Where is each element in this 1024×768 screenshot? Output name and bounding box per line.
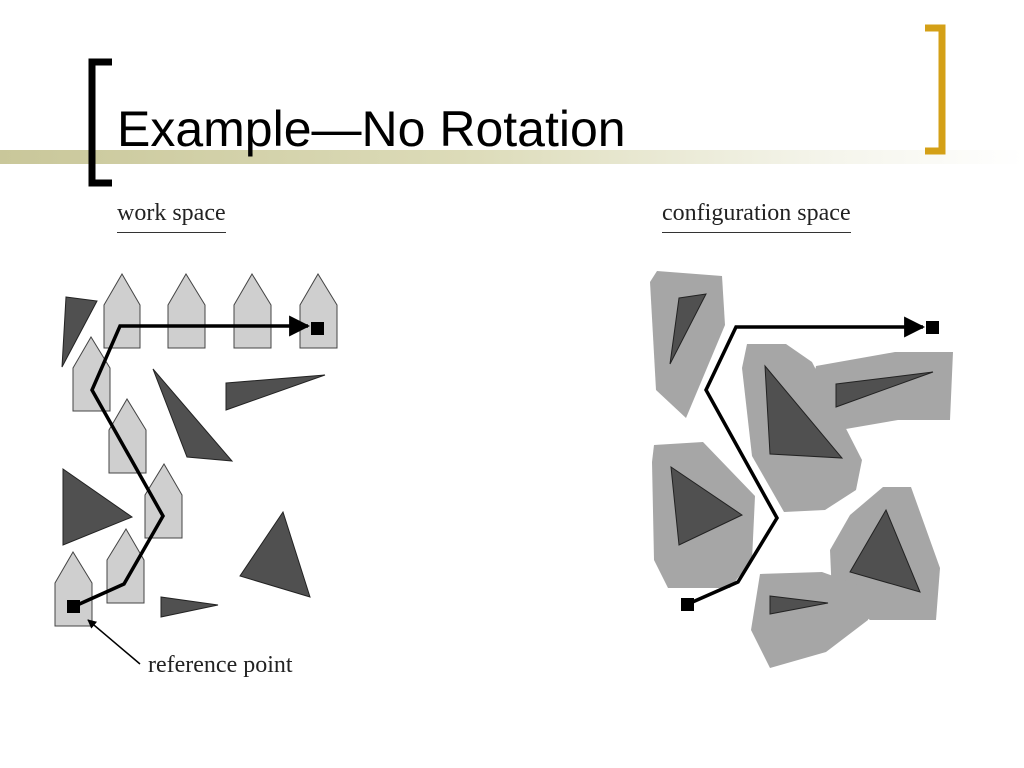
robot-copy (299, 273, 338, 349)
configuration-space-diagram (650, 271, 953, 668)
slide-title: Example—No Rotation (117, 101, 626, 157)
work-space-label-text: work space (117, 200, 226, 226)
grown-obstacle (813, 352, 953, 430)
reference-point-goal (311, 322, 324, 335)
obstacle (239, 510, 311, 598)
obstacle (849, 508, 921, 593)
title-underline-bar (0, 150, 1024, 164)
config-goal-point (926, 321, 939, 334)
obstacle (160, 596, 219, 618)
grown-obstacle (751, 572, 872, 668)
obstacle (225, 374, 326, 411)
obstacle (670, 465, 744, 546)
obstacle (835, 371, 934, 408)
reference-point-start (67, 600, 80, 613)
configuration-obstacles (669, 293, 934, 615)
obstacle (62, 468, 134, 546)
work-space-label: work space (117, 200, 226, 233)
robot-copies (54, 273, 338, 627)
robot-copy (103, 273, 141, 349)
work-space-path (74, 315, 311, 608)
robot-copy (54, 551, 93, 627)
config-start-point (681, 598, 694, 611)
configuration-space-label: configuration space (662, 200, 851, 233)
reference-point-label: reference point (148, 652, 293, 678)
obstacle (61, 296, 98, 368)
grown-obstacle (650, 271, 725, 418)
work-space-obstacles (61, 296, 326, 618)
obstacle (769, 595, 829, 615)
obstacle (669, 293, 707, 365)
configuration-path (687, 316, 926, 606)
reference-pointer-arrow (87, 619, 141, 665)
obstacle (152, 368, 234, 462)
robot-copy (167, 273, 206, 349)
robot-copy (106, 528, 145, 604)
robot-copy (108, 398, 147, 474)
obstacle (764, 364, 844, 459)
work-space-underline (117, 232, 226, 233)
configuration-space-underline (662, 232, 851, 233)
robot-copy (233, 273, 272, 349)
configuration-space-label-text: configuration space (662, 200, 851, 226)
robot-copy (144, 463, 183, 539)
work-space-diagram (54, 273, 338, 665)
